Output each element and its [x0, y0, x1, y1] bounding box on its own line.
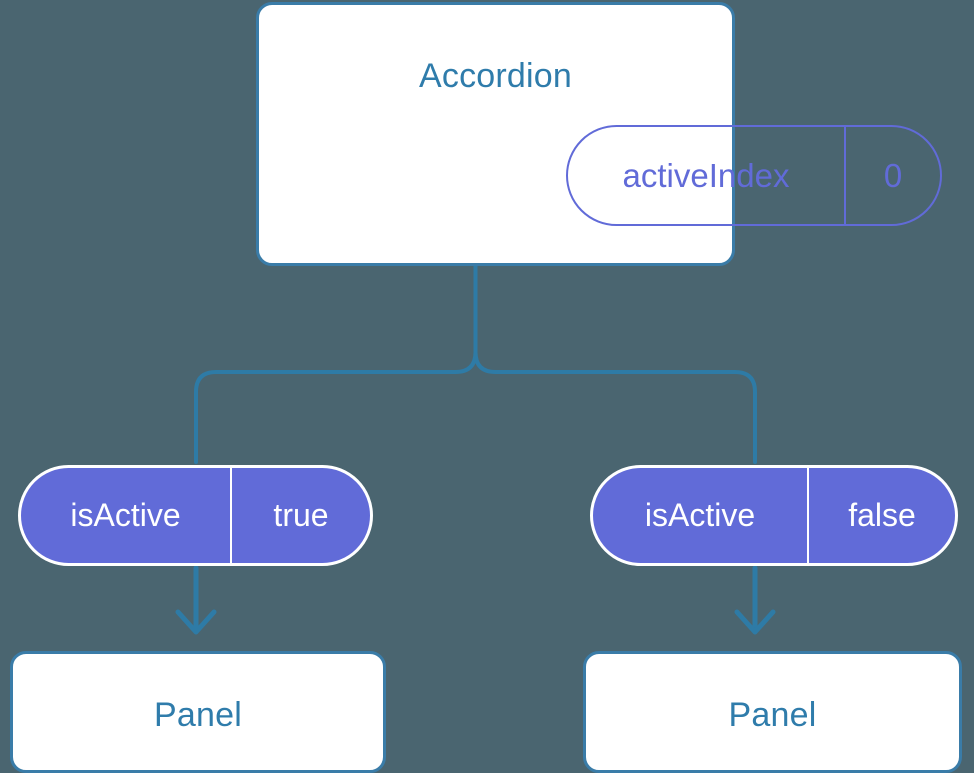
- state-key-isactive-left: isActive: [21, 468, 232, 563]
- state-value-isactive-right: false: [848, 497, 916, 533]
- state-value-isactive-left: true: [273, 497, 329, 533]
- state-key-isactive-right: isActive: [593, 468, 809, 563]
- panel-component-box-right[interactable]: Panel: [583, 651, 962, 773]
- state-pill-isactive-right[interactable]: isActive false: [590, 465, 958, 566]
- state-key-activeindex: activeIndex: [568, 127, 846, 224]
- panel-component-title-left: Panel: [154, 696, 242, 734]
- accordion-component-box[interactable]: Accordion activeIndex 0: [256, 2, 942, 266]
- arrow-down-right-icon: [734, 565, 776, 635]
- panel-component-box-left[interactable]: Panel: [10, 651, 386, 773]
- arrow-down-left-icon: [175, 565, 217, 635]
- panel-component-title-right: Panel: [728, 696, 817, 734]
- state-value-activeindex: 0: [883, 156, 903, 194]
- tree-connector: [194, 264, 757, 464]
- accordion-component-title: Accordion: [419, 57, 572, 95]
- state-pill-isactive-left[interactable]: isActive true: [18, 465, 373, 566]
- state-pill-activeindex[interactable]: activeIndex 0: [566, 125, 942, 226]
